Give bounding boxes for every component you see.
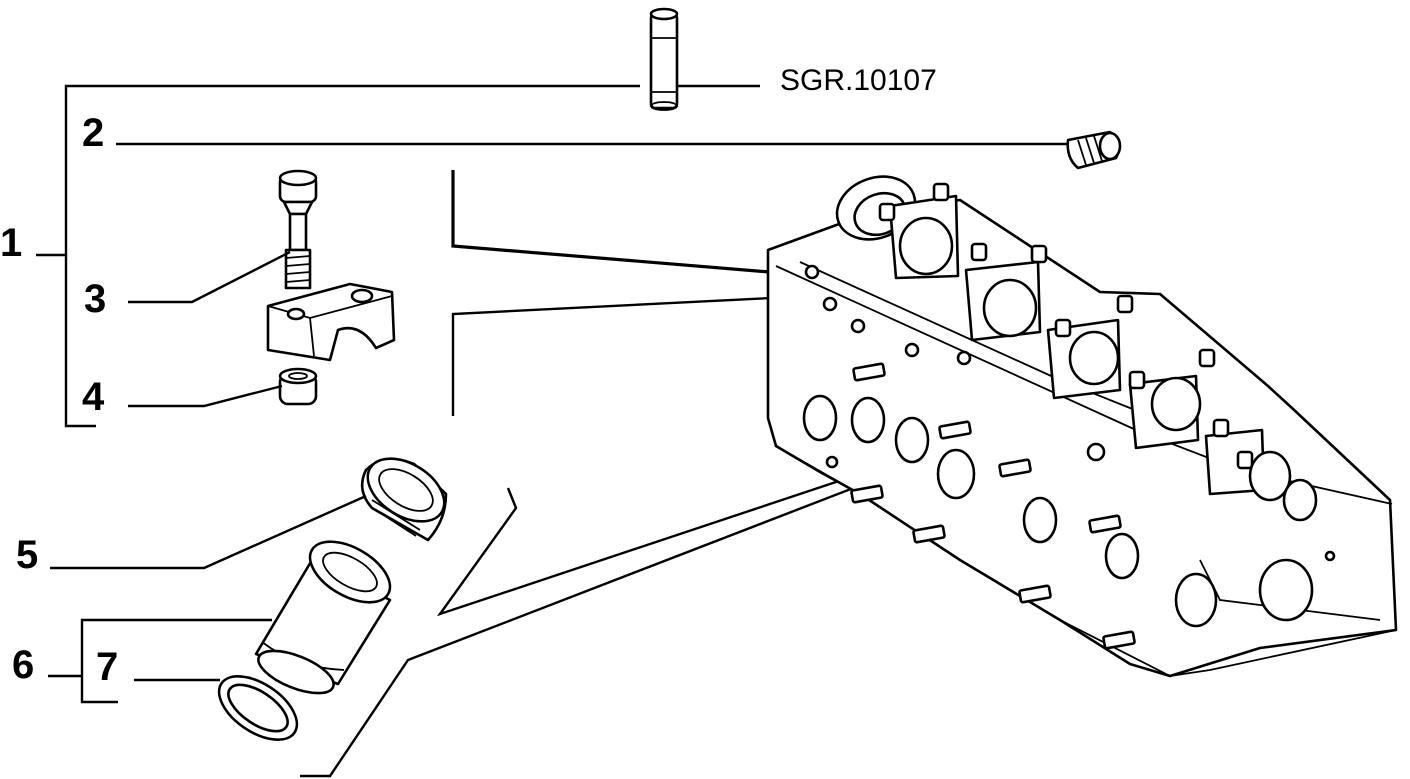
cap-studs xyxy=(878,182,1254,470)
manifold-studs xyxy=(850,362,1136,650)
callout-1: 1 xyxy=(0,221,22,265)
bearing-cap-icon xyxy=(266,282,396,362)
threaded-bush-icon xyxy=(360,457,448,542)
callout-3: 3 xyxy=(84,277,106,321)
bush-icon xyxy=(278,367,318,406)
reference-code: SGR.10107 xyxy=(780,64,937,97)
sleeve-icon xyxy=(254,540,392,695)
callout-5: 5 xyxy=(16,533,38,577)
leader-line-3 xyxy=(128,250,291,304)
leader-line-4 xyxy=(128,384,283,408)
cylinder-head-icon xyxy=(766,175,1398,678)
callout-6: 6 xyxy=(12,643,34,687)
small-holes xyxy=(804,264,1336,562)
group-bracket-1 xyxy=(36,84,640,428)
callout-4: 4 xyxy=(82,375,105,419)
callout-7: 7 xyxy=(96,645,118,689)
bolt-icon xyxy=(278,169,318,290)
seal-ring-icon xyxy=(217,675,299,741)
plug-icon xyxy=(1066,130,1122,170)
side-ports xyxy=(802,394,1318,628)
callout-2: 2 xyxy=(82,111,104,155)
leader-line-5 xyxy=(50,494,367,570)
valve-guide-icon xyxy=(649,7,679,111)
group-bracket-6 xyxy=(48,618,118,704)
